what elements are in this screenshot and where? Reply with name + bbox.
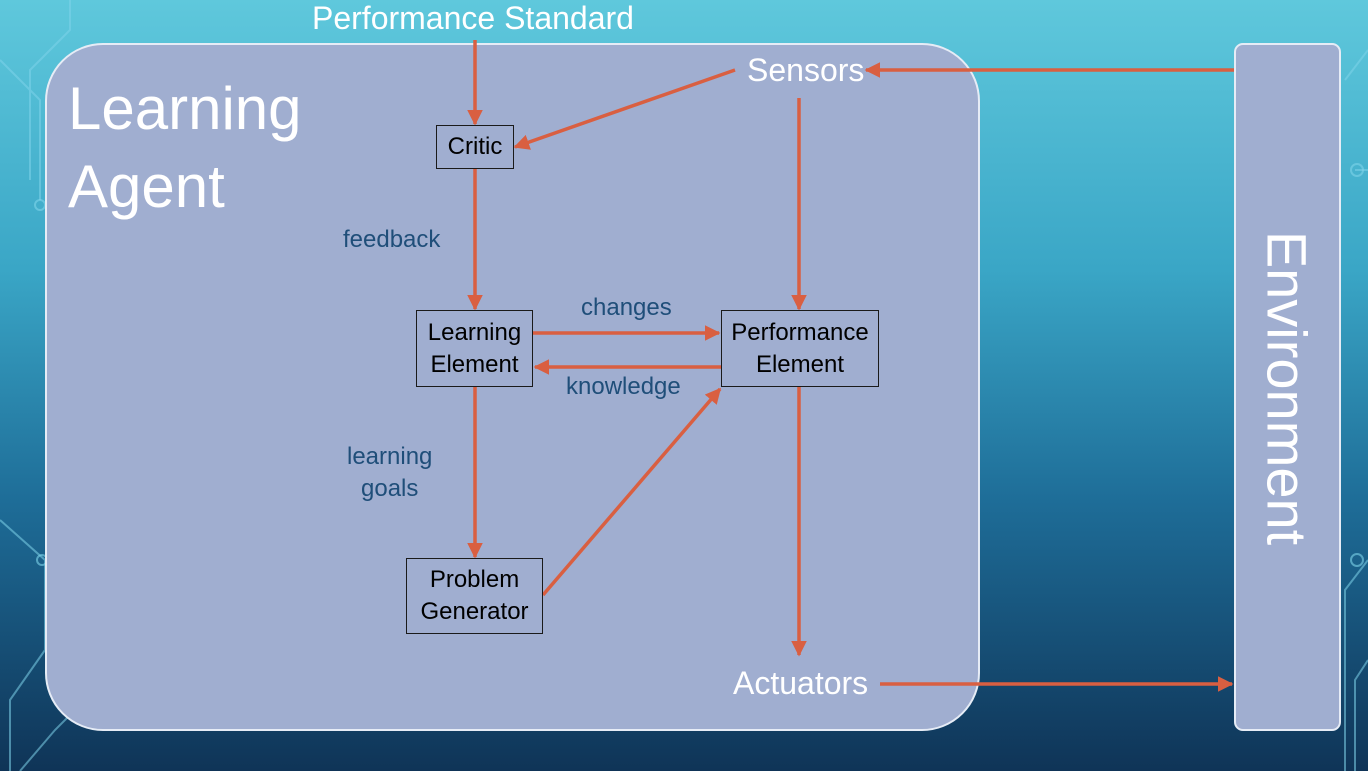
changes-label: changes <box>581 294 672 321</box>
sensors-label: Sensors <box>747 52 865 88</box>
performance-standard-label: Performance Standard <box>312 0 634 36</box>
learning-goals-label: learning goals <box>347 443 433 502</box>
learning-element-box: Learning Element <box>416 310 533 387</box>
environment-panel <box>1234 43 1341 731</box>
feedback-label: feedback <box>343 226 441 253</box>
agent-title: Learning Agent <box>68 75 302 220</box>
problem-generator-box: Problem Generator <box>406 558 543 634</box>
performance-element-box: Performance Element <box>721 310 879 387</box>
critic-box: Critic <box>436 125 514 169</box>
arrow-sensors-to-critic <box>513 68 736 150</box>
arrow-problem-generator-to-performance-element <box>541 387 722 597</box>
knowledge-label: knowledge <box>566 373 681 400</box>
actuators-label: Actuators <box>733 665 869 701</box>
learning-agent-panel <box>45 43 980 731</box>
